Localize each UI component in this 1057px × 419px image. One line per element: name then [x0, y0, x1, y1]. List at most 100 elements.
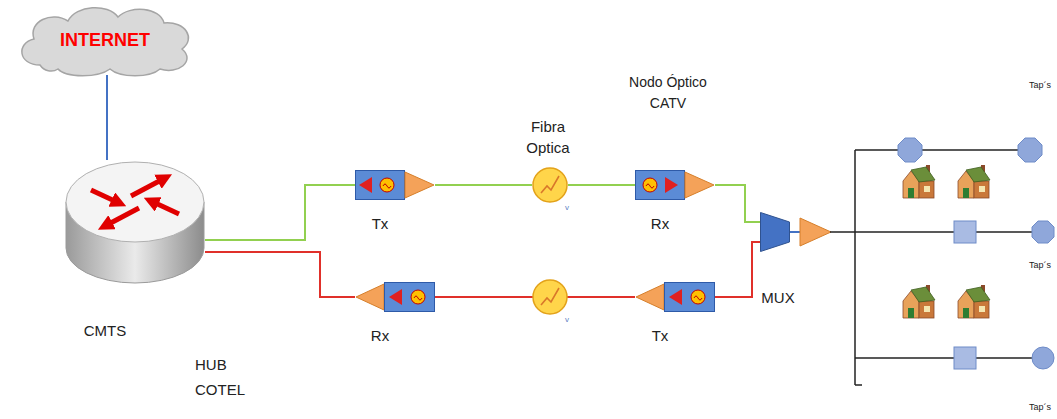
line-part: [830, 231, 1040, 233]
rect-part: [665, 283, 715, 312]
signal-line: [715, 242, 760, 297]
fiber-spool-return: [533, 280, 567, 314]
transmitter: Tx: [635, 282, 715, 312]
mux-symbol: [760, 212, 790, 252]
polygon-part: [911, 287, 935, 302]
receiver-icon: [355, 282, 435, 312]
transmitter-icon: [635, 282, 715, 312]
rect-part: [954, 221, 976, 243]
polygon-part: [389, 289, 402, 305]
rect-part: [979, 306, 985, 312]
node-label: Fibra Optica: [517, 116, 579, 158]
polygon-part: [685, 172, 714, 198]
rect-part: [356, 171, 405, 200]
label-slot: Nodo Óptico CATV: [622, 72, 714, 114]
line-part: [151, 201, 179, 214]
polygon-part: [911, 167, 935, 182]
polygon-part: [356, 284, 384, 310]
path-part: [646, 184, 654, 188]
signal-line: [715, 185, 760, 222]
coax-distribution: [830, 150, 1040, 385]
label-slot: MUX: [753, 287, 803, 308]
house-icon: [958, 165, 990, 198]
path-part: [694, 296, 702, 300]
node-label: INTERNET: [60, 30, 150, 51]
polygon-part: [1018, 138, 1042, 162]
annotation-text: Tap´s: [1024, 402, 1056, 413]
cmts-router: CMTS: [65, 160, 205, 285]
polyline-part: [541, 288, 559, 305]
multiplexer: MUX: [760, 212, 790, 252]
amplifier-symbol: [800, 218, 831, 246]
line-part: [855, 357, 1040, 359]
coax-feed: [790, 231, 801, 233]
signal-line: [106, 75, 108, 160]
label-slot: Tx: [640, 325, 680, 346]
rect-part: [908, 188, 914, 198]
house-icon: [958, 285, 990, 318]
polygon-part: [966, 167, 990, 182]
annotation-text: Nodo Óptico CATV: [622, 72, 714, 114]
rect-part: [974, 181, 989, 198]
receiver-icon: [635, 170, 715, 200]
transmitter-icon: [355, 170, 435, 200]
node-label: Rx: [360, 325, 400, 346]
polygon-part: [898, 138, 922, 162]
receiver: Rx: [635, 170, 715, 200]
ellipse-part: [66, 162, 204, 242]
g-part: [91, 178, 179, 226]
polygon-part: [636, 284, 664, 310]
fiber-node: Fibra Optica: [532, 167, 568, 203]
receiver: Rx: [355, 282, 435, 312]
circle-part: [691, 290, 705, 304]
polygon-part: [669, 289, 682, 305]
fiber-spool: [532, 167, 568, 203]
circle-part: [1032, 347, 1054, 369]
rect-part: [636, 171, 685, 200]
line-part: [855, 384, 862, 386]
node-label: MUX: [753, 287, 803, 308]
house-icon: [903, 285, 935, 318]
polygon-part: [359, 177, 372, 193]
rect-part: [963, 188, 969, 198]
router-cylinder: [65, 160, 205, 285]
path-part: [414, 296, 422, 300]
signal-line: [205, 252, 355, 297]
house-icon: [903, 165, 935, 198]
rect-part: [908, 308, 914, 318]
label-slot: Tap´s: [1024, 80, 1056, 91]
rect-part: [919, 181, 934, 198]
rect-part: [974, 301, 989, 318]
rect-part: [924, 186, 930, 192]
circle-part: [533, 280, 567, 314]
label-slot: HUB COTEL: [195, 352, 255, 402]
polygon-part: [665, 177, 678, 193]
path-part: [383, 184, 391, 188]
polygon-part: [405, 172, 434, 198]
label-slot: Tx: [360, 213, 400, 234]
node-label: CMTS: [70, 320, 140, 341]
rect-part: [954, 347, 976, 369]
rect-part: [979, 186, 985, 192]
rect-part: [919, 301, 934, 318]
polygon-part: [1032, 221, 1054, 243]
line-part: [105, 208, 139, 226]
annotation-text: Tap´s: [1024, 80, 1056, 91]
annotation-text: v: [560, 203, 574, 213]
circle-part: [533, 168, 567, 202]
transmitter: Tx: [355, 170, 435, 200]
rect-part: [963, 308, 969, 318]
line-part: [131, 178, 165, 196]
signal-line: [205, 185, 355, 240]
line-part: [854, 150, 856, 385]
annotation-text: HUB COTEL: [195, 352, 255, 402]
tap-symbols: [898, 138, 1054, 369]
label-slot: CMTS: [70, 320, 140, 341]
path-part: [22, 8, 189, 76]
annotation-text: v: [560, 315, 574, 325]
label-slot: Rx: [360, 325, 400, 346]
circle-part: [411, 290, 425, 304]
label-slot: Tap´s: [1024, 402, 1056, 413]
node-label: Tx: [640, 325, 680, 346]
